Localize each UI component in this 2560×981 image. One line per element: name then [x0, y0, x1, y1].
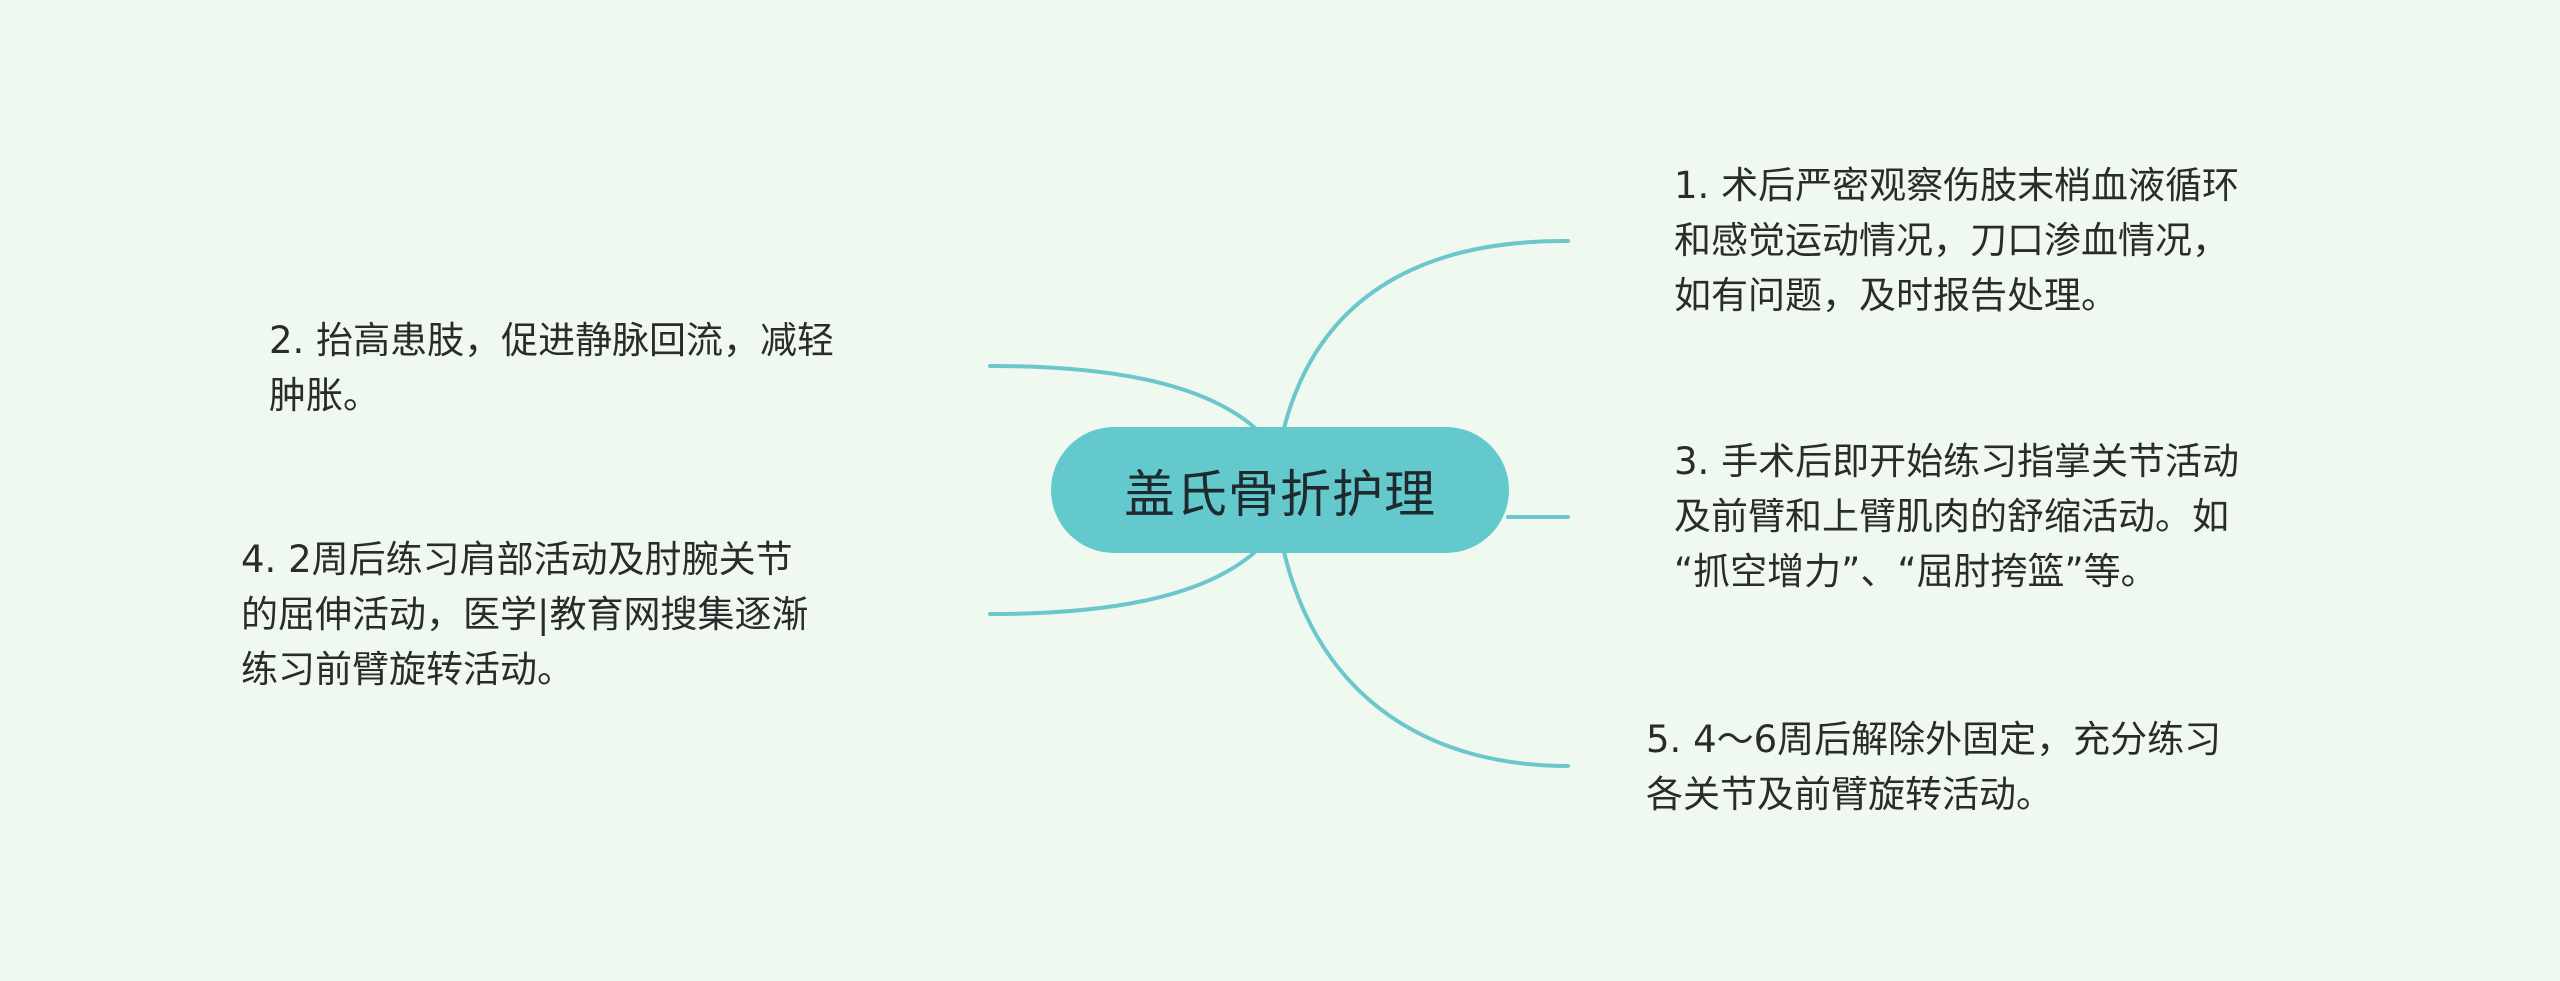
central-topic-label: 盖氏骨折护理 [1123, 466, 1436, 525]
node-text-line: 1. 术后严密观察伤肢末梢血液循环 [1674, 164, 2240, 207]
node-text-line: 5. 4～6周后解除外固定，充分练习 [1646, 718, 2222, 761]
node-text-line: 练习前臂旋转活动。 [241, 648, 574, 691]
node-text-line: 及前臂和上臂肌肉的舒缩活动。如 [1674, 495, 2229, 538]
topic-node-r1[interactable]: 1. 术后严密观察伤肢末梢血液循环 和感觉运动情况，刀口渗血情况， 如有问题，及… [1674, 158, 2239, 323]
node-text-line: 的屈伸活动，医学|教育网搜集逐渐 [241, 593, 809, 636]
connector-l2 [988, 364, 1257, 430]
node-text-line: 如有问题，及时报告处理。 [1674, 274, 2118, 317]
node-text-line: 3. 手术后即开始练习指掌关节活动 [1674, 440, 2240, 483]
node-text-line: 和感觉运动情况，刀口渗血情况， [1674, 219, 2229, 262]
node-text-line: 肿胀。 [269, 374, 380, 417]
connector-r5 [1282, 550, 1570, 768]
node-text-line: 4. 2周后练习肩部活动及肘腕关节 [241, 538, 793, 581]
topic-node-r5[interactable]: 5. 4～6周后解除外固定，充分练习 各关节及前臂旋转活动。 [1646, 712, 2221, 822]
central-topic[interactable]: 盖氏骨折护理 [1051, 427, 1509, 553]
topic-node-r3[interactable]: 3. 手术后即开始练习指掌关节活动 及前臂和上臂肌肉的舒缩活动。如 “抓空增力”… [1674, 434, 2239, 599]
node-text-line: 各关节及前臂旋转活动。 [1646, 773, 2053, 816]
connector-r1 [1282, 238, 1570, 430]
connector-l4 [988, 550, 1257, 616]
node-text-line: “抓空增力”、“屈肘挎篮”等。 [1674, 550, 2158, 593]
topic-node-l4[interactable]: 4. 2周后练习肩部活动及肘腕关节 的屈伸活动，医学|教育网搜集逐渐 练习前臂旋… [241, 532, 808, 697]
topic-node-l2[interactable]: 2. 抬高患肢，促进静脉回流，减轻 肿胀。 [269, 313, 834, 423]
node-text-line: 2. 抬高患肢，促进静脉回流，减轻 [269, 319, 835, 362]
